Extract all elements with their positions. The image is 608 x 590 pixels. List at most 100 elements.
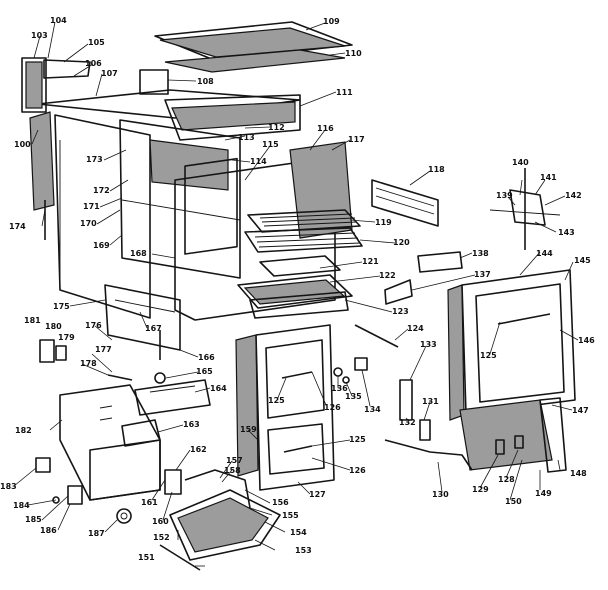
- label-119: 119: [375, 218, 392, 227]
- label-111: 111: [336, 88, 353, 97]
- label-123: 123: [392, 307, 409, 316]
- label-171: 171: [83, 202, 100, 211]
- thermostat-assembly: [489, 168, 561, 250]
- label-127: 127: [309, 490, 326, 499]
- label-146: 146: [578, 336, 595, 345]
- label-132: 132: [399, 418, 416, 427]
- label-181: 181: [24, 316, 41, 325]
- label-184: 184: [13, 501, 30, 510]
- label-135: 135: [345, 392, 362, 401]
- oven-rack-120: [244, 227, 363, 253]
- label-107: 107: [101, 69, 118, 78]
- label-187: 187: [88, 529, 105, 538]
- label-167: 167: [145, 324, 162, 333]
- side-panel-164: [134, 379, 211, 416]
- label-105: 105: [88, 38, 105, 47]
- knob-187: [116, 508, 132, 524]
- label-161: 161: [141, 498, 158, 507]
- label-117: 117: [348, 135, 365, 144]
- label-138: 138: [472, 249, 489, 258]
- label-122: 122: [379, 271, 396, 280]
- label-124: 124: [407, 324, 424, 333]
- label-166: 166: [198, 353, 215, 362]
- label-142: 142: [565, 191, 582, 200]
- bracket-161-162: [164, 469, 182, 495]
- label-154: 154: [290, 528, 307, 537]
- top-insulation-110: [164, 49, 346, 73]
- label-158: 158: [224, 466, 241, 475]
- label-180: 180: [45, 322, 62, 331]
- label-178: 178: [80, 359, 97, 368]
- label-121: 121: [362, 257, 379, 266]
- part-128-129: [495, 435, 524, 455]
- part-132-133: [399, 379, 413, 421]
- part-183: [35, 457, 51, 473]
- label-126-upper: 126: [324, 403, 341, 412]
- label-172: 172: [93, 186, 110, 195]
- label-169: 169: [93, 241, 110, 250]
- label-159: 159: [240, 425, 257, 434]
- label-148: 148: [570, 469, 587, 478]
- label-137: 137: [474, 270, 491, 279]
- label-112: 112: [268, 123, 285, 132]
- oven-rack-119: [247, 209, 361, 233]
- part-184-186: [52, 485, 83, 505]
- cabinet-frame: [29, 89, 353, 360]
- label-134: 134: [364, 405, 381, 414]
- label-165: 165: [196, 367, 213, 376]
- label-103: 103: [31, 31, 48, 40]
- label-104: 104: [50, 16, 67, 25]
- label-144: 144: [536, 249, 553, 258]
- bracket-138: [417, 251, 463, 273]
- label-120: 120: [393, 238, 410, 247]
- label-174: 174: [9, 222, 26, 231]
- label-176: 176: [85, 321, 102, 330]
- rod-124: [354, 324, 399, 348]
- label-177: 177: [95, 345, 112, 354]
- heat-shield-118: [371, 179, 439, 227]
- label-163: 163: [183, 420, 200, 429]
- label-125-right: 125: [480, 351, 497, 360]
- label-162: 162: [190, 445, 207, 454]
- part-131: [419, 419, 431, 441]
- label-108: 108: [197, 77, 214, 86]
- label-100: 100: [14, 140, 31, 149]
- vent-108: [139, 69, 169, 95]
- broiler-drawer: [159, 469, 281, 571]
- label-136: 136: [331, 384, 348, 393]
- label-160: 160: [152, 517, 169, 526]
- label-106: 106: [85, 59, 102, 68]
- label-129: 129: [472, 485, 489, 494]
- label-151: 151: [138, 553, 155, 562]
- label-175: 175: [53, 302, 70, 311]
- label-116: 116: [317, 124, 334, 133]
- oven-door-right: [447, 269, 576, 473]
- oven-door-left: [235, 324, 335, 491]
- label-114: 114: [250, 157, 267, 166]
- label-147: 147: [572, 406, 589, 415]
- bracket-137: [384, 279, 413, 305]
- label-185: 185: [25, 515, 42, 524]
- label-109: 109: [323, 17, 340, 26]
- label-130: 130: [432, 490, 449, 499]
- label-152: 152: [153, 533, 170, 542]
- control-panel-104: [21, 57, 91, 113]
- label-125-door-lower: 125: [349, 435, 366, 444]
- label-125-door: 125: [268, 396, 285, 405]
- label-149: 149: [535, 489, 552, 498]
- label-170: 170: [80, 219, 97, 228]
- label-179: 179: [58, 333, 75, 342]
- label-115: 115: [262, 140, 279, 149]
- label-131: 131: [422, 397, 439, 406]
- label-118: 118: [428, 165, 445, 174]
- label-150: 150: [505, 497, 522, 506]
- part-number-labels: 104 103 105 106 107 108 109 110 111 112 …: [0, 16, 595, 562]
- label-156: 156: [272, 498, 289, 507]
- label-128: 128: [498, 475, 515, 484]
- label-110: 110: [345, 49, 362, 58]
- label-126-lower: 126: [349, 466, 366, 475]
- label-155: 155: [282, 511, 299, 520]
- label-186: 186: [40, 526, 57, 535]
